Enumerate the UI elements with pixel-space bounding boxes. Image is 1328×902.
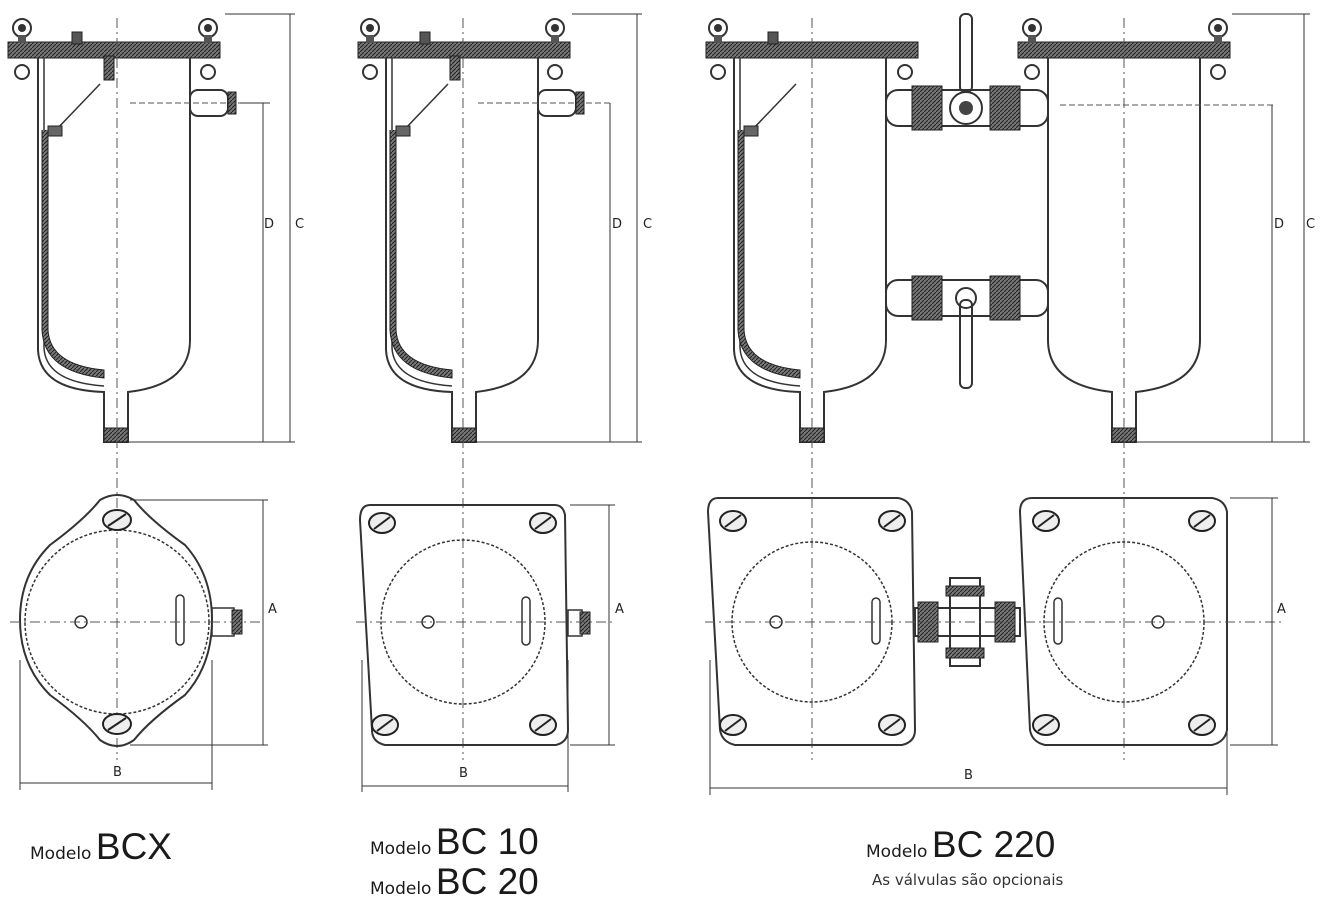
dim-label-a: A — [1277, 602, 1286, 617]
dim-label-b: B — [459, 766, 468, 781]
dim-label-b: B — [113, 765, 122, 780]
wing-nut-icon — [1032, 714, 1060, 736]
bcx-dimensions: D C — [128, 13, 304, 443]
wing-nut-icon — [102, 509, 132, 531]
wing-nut-icon — [878, 714, 906, 736]
wing-nut-icon — [12, 18, 32, 43]
model-name: BC 220 — [931, 824, 1056, 865]
dim-label-c: C — [295, 217, 304, 232]
caption-bc10: Modelo BC 10 — [370, 823, 539, 860]
bc220-plan — [705, 497, 1285, 746]
model-name: BC 20 — [435, 861, 539, 902]
wing-nut-icon — [102, 713, 132, 735]
dim-label-b: B — [964, 768, 973, 783]
model-name: BCX — [95, 826, 172, 867]
wing-nut-icon — [1032, 510, 1060, 532]
bcx-plan-dimensions: B A — [19, 499, 277, 790]
wing-nut-icon — [719, 714, 747, 736]
wing-nut-icon — [878, 510, 906, 532]
wing-nut-icon — [719, 510, 747, 532]
wing-nut-icon — [360, 18, 380, 43]
caption-prefix: Modelo — [30, 844, 92, 864]
caption-bcx: Modelo BCX — [30, 828, 172, 865]
bc220-elevation — [705, 13, 1275, 760]
dim-label-d: D — [264, 217, 274, 232]
bc220-plan-dimensions: B A — [709, 497, 1286, 795]
caption-bc220: Modelo BC 220 — [866, 826, 1055, 863]
caption-prefix: Modelo — [370, 879, 432, 899]
bc220-dimensions: D C — [1136, 13, 1315, 443]
wing-nut-icon — [529, 714, 557, 736]
dim-label-a: A — [615, 602, 624, 617]
dim-label-d: D — [1274, 217, 1284, 232]
dim-label-d: D — [612, 217, 622, 232]
wing-nut-icon — [1208, 18, 1228, 43]
bcx-elevation — [7, 18, 262, 760]
bc10-elevation — [357, 18, 610, 760]
wing-nut-icon — [708, 18, 728, 43]
bc10-plan-dimensions: B A — [361, 504, 624, 792]
dim-label-c: C — [1306, 217, 1315, 232]
wing-nut-icon — [371, 714, 399, 736]
wing-nut-icon — [1188, 510, 1216, 532]
wing-nut-icon — [1022, 18, 1042, 43]
model-name: BC 10 — [435, 821, 539, 862]
bcx-plan — [10, 494, 262, 747]
bc10-plan — [356, 504, 612, 746]
wing-nut-icon — [198, 18, 218, 43]
caption-prefix: Modelo — [866, 842, 928, 862]
dim-label-c: C — [643, 217, 652, 232]
caption-bc20: Modelo BC 20 — [370, 863, 539, 900]
wing-nut-icon — [545, 18, 565, 43]
dim-label-a: A — [268, 602, 277, 617]
wing-nut-icon — [1188, 714, 1216, 736]
bc10-dimensions: D C — [476, 13, 652, 443]
caption-note: As válvulas são opcionais — [872, 871, 1064, 889]
wing-nut-icon — [368, 512, 396, 534]
wing-nut-icon — [529, 512, 557, 534]
caption-prefix: Modelo — [370, 839, 432, 859]
